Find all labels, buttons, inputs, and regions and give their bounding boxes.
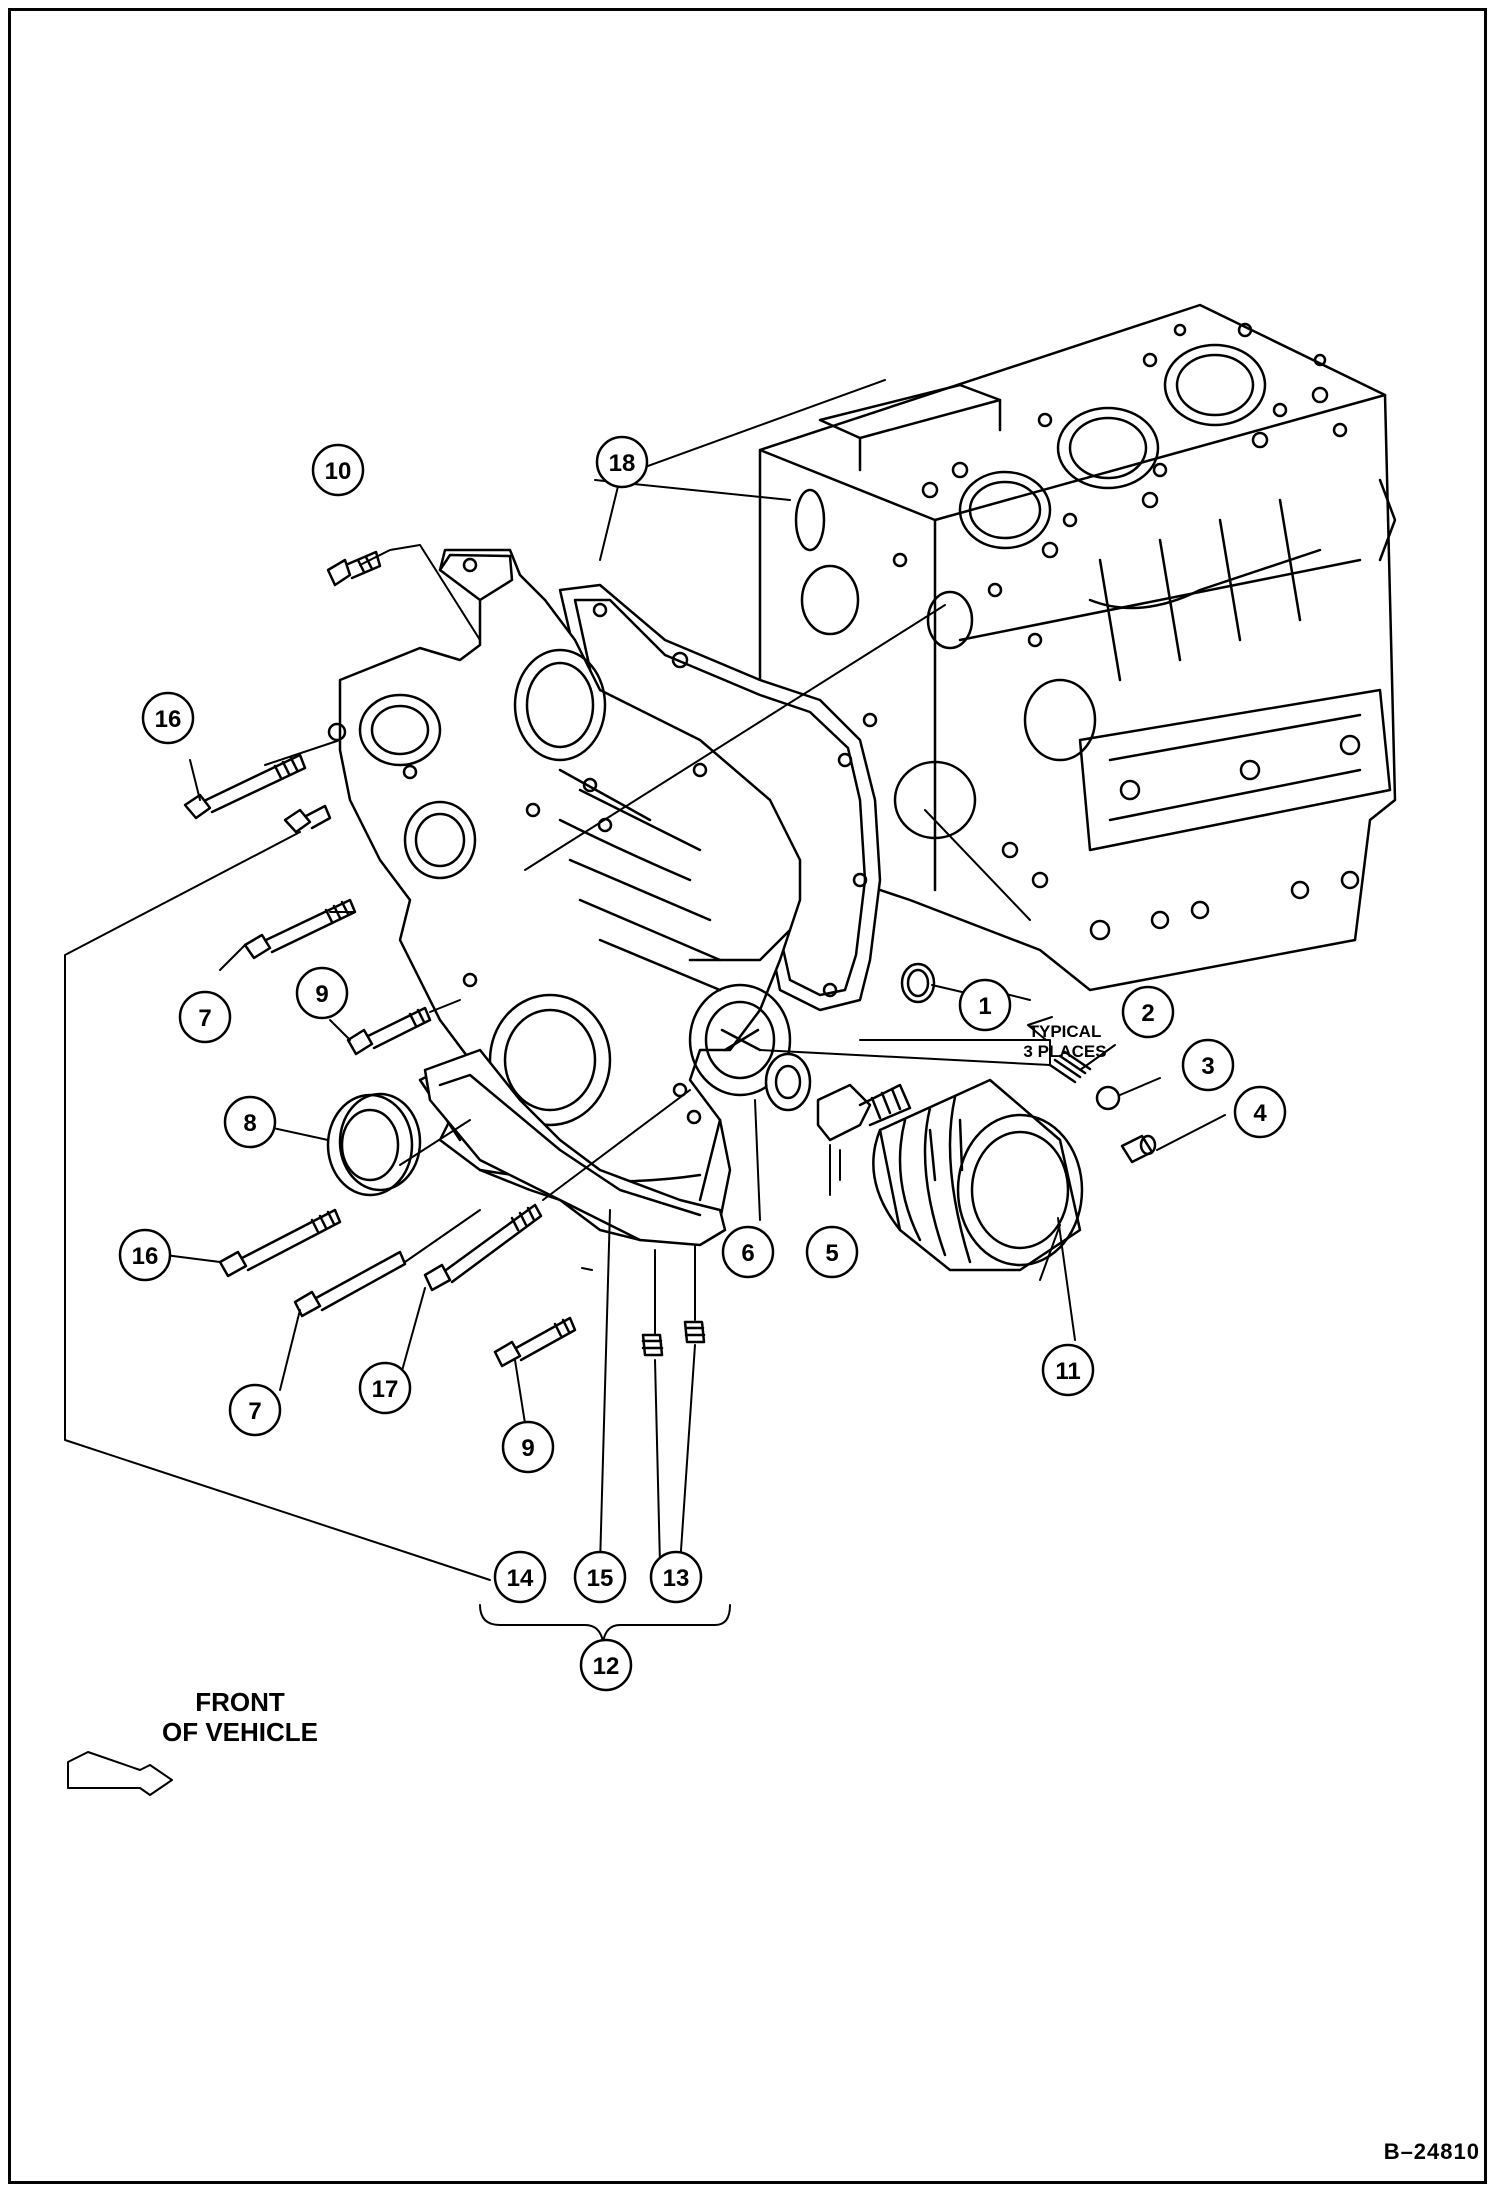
- callout-18: 18: [595, 435, 649, 489]
- callout-9-upper: 9: [295, 966, 349, 1020]
- callout-4: 4: [1233, 1085, 1287, 1139]
- relief-valve-parts: [1048, 1050, 1157, 1164]
- callout-14: 14: [493, 1550, 547, 1604]
- drain-plugs: [641, 1320, 706, 1357]
- callout-2: 2: [1121, 985, 1175, 1039]
- oil-filter: [872, 1078, 1084, 1272]
- bolt-16-upper: [183, 753, 307, 820]
- callout-12: 12: [579, 1638, 633, 1692]
- oil-pan: [423, 1048, 727, 1247]
- o-ring: [900, 962, 936, 1004]
- svg-text:1: 1: [978, 993, 991, 1020]
- bolt-9-upper: [346, 1006, 432, 1056]
- svg-text:10: 10: [325, 458, 352, 485]
- callout-6: 6: [721, 1225, 775, 1279]
- oil-seal: [326, 1092, 422, 1197]
- washer: [764, 1052, 812, 1112]
- filter-nipple: [816, 1083, 912, 1142]
- callouts: 1 2 3 4 5 6 7 7 8 9 9 10 11 12 13 14 15 …: [118, 435, 1287, 1692]
- bolt-10: [326, 550, 382, 587]
- svg-text:6: 6: [741, 1240, 754, 1267]
- bolt-17: [423, 1203, 543, 1292]
- callout-16-lower: 16: [118, 1228, 172, 1282]
- bolt-7-upper: [243, 898, 357, 960]
- svg-text:7: 7: [198, 1005, 211, 1032]
- callout-9-lower: 9: [501, 1420, 555, 1474]
- callout-11: 11: [1041, 1343, 1095, 1397]
- bolt-9-lower: [493, 1316, 577, 1368]
- svg-text:18: 18: [609, 450, 636, 477]
- callout-16-upper: 16: [141, 691, 195, 745]
- typical-note: TYPICAL 3 PLACES: [1005, 1022, 1125, 1061]
- stud: [283, 804, 332, 834]
- svg-text:14: 14: [507, 1565, 534, 1592]
- callout-8: 8: [223, 1095, 277, 1149]
- front-label-line-2: OF VEHICLE: [161, 1716, 318, 1747]
- callout-1: 1: [958, 978, 1012, 1032]
- typical-note-line-2: 3 PLACES: [1023, 1041, 1107, 1061]
- svg-text:7: 7: [248, 1398, 261, 1425]
- front-arrow-icon: [67, 1751, 173, 1796]
- front-label-line-1: FRONT: [195, 1687, 285, 1717]
- callout-7-upper: 7: [178, 990, 232, 1044]
- callout-3: 3: [1181, 1038, 1235, 1092]
- bolt-7-lower: [293, 1250, 407, 1318]
- svg-text:12: 12: [593, 1653, 620, 1680]
- engine-block: [758, 303, 1397, 992]
- svg-text:16: 16: [155, 706, 182, 733]
- svg-text:9: 9: [315, 981, 328, 1008]
- diagram-frame: [8, 8, 1487, 2184]
- svg-text:3: 3: [1201, 1053, 1214, 1080]
- svg-text:11: 11: [1055, 1358, 1080, 1385]
- svg-text:8: 8: [243, 1110, 256, 1137]
- callout-13: 13: [649, 1550, 703, 1604]
- callout-15: 15: [573, 1550, 627, 1604]
- leader-lines: [64, 379, 1226, 1643]
- front-of-vehicle-label: FRONT OF VEHICLE: [130, 1687, 350, 1748]
- figure-id: B–24810: [1383, 2138, 1480, 2164]
- bolt-16-lower: [218, 1208, 342, 1278]
- callout-5: 5: [805, 1225, 859, 1279]
- svg-text:17: 17: [372, 1376, 399, 1403]
- callout-17: 17: [358, 1361, 412, 1415]
- svg-text:16: 16: [132, 1243, 159, 1270]
- svg-text:5: 5: [825, 1240, 838, 1267]
- svg-text:2: 2: [1141, 1000, 1154, 1027]
- svg-text:4: 4: [1253, 1100, 1267, 1127]
- callout-7-lower: 7: [228, 1383, 282, 1437]
- svg-text:15: 15: [587, 1565, 614, 1592]
- svg-text:13: 13: [663, 1565, 690, 1592]
- svg-text:9: 9: [521, 1435, 534, 1462]
- callout-10: 10: [311, 443, 365, 497]
- typical-note-line-1: TYPICAL: [1028, 1022, 1102, 1041]
